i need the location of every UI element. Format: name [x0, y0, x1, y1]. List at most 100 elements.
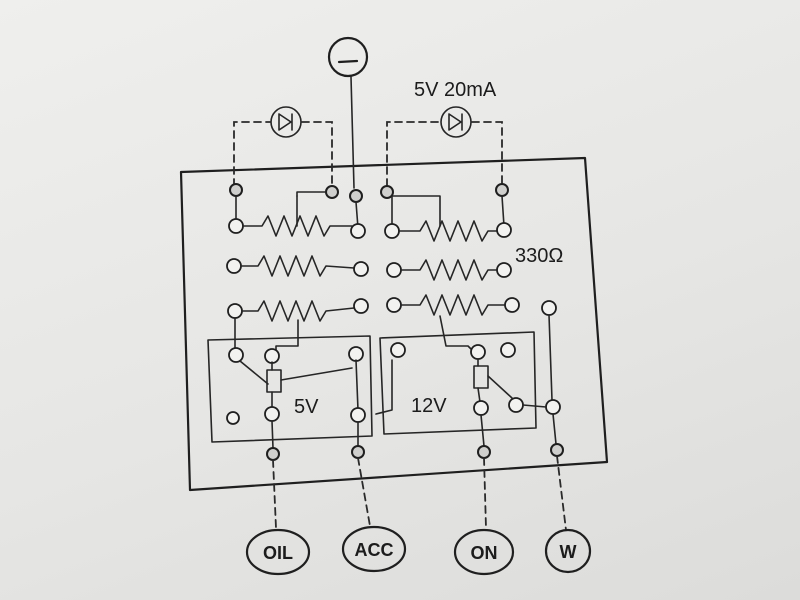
link [275, 319, 299, 353]
output-posts [266, 443, 564, 461]
link [552, 413, 557, 445]
pad [350, 223, 366, 239]
led-right-wire-b [471, 121, 503, 189]
terminal-acc: ACC [341, 525, 407, 573]
wire-on [483, 457, 487, 529]
relay-right-out-link [522, 404, 547, 408]
relay-left-contact [280, 367, 353, 381]
pad [264, 348, 280, 364]
led-right-diode-icon [448, 113, 463, 131]
resistor-right-2 [400, 259, 499, 281]
pad [496, 222, 512, 238]
post [351, 445, 365, 459]
board-outline [179, 156, 609, 492]
led-right [386, 106, 503, 189]
resistor-left-3 [241, 300, 355, 322]
pad [541, 300, 557, 316]
pad [264, 406, 280, 422]
pad [226, 258, 242, 274]
pad [386, 262, 402, 278]
link [271, 420, 274, 449]
led-left-diode-icon [278, 113, 293, 131]
post [229, 183, 243, 197]
pad [545, 399, 561, 415]
pad [386, 297, 402, 313]
post [266, 447, 280, 461]
led-left-wire-a [233, 121, 271, 187]
pad [226, 411, 240, 425]
led-right-circle [440, 106, 472, 138]
post [349, 189, 363, 203]
resistor-left-1 [242, 215, 353, 237]
link [296, 191, 327, 197]
led-left [233, 106, 333, 191]
resistor-row-3 [227, 294, 557, 322]
resistor-row-2 [226, 255, 512, 281]
relay-left-outline [207, 335, 373, 443]
terminal-w-label: W [560, 542, 577, 562]
ground-node [327, 36, 369, 189]
pad [504, 297, 520, 313]
relay-left: 5V [207, 335, 373, 443]
ground-circle [327, 36, 369, 78]
ground-minus-icon [337, 59, 359, 64]
post [495, 183, 509, 197]
relay-right-outline [379, 331, 537, 435]
pad [384, 223, 400, 239]
relay-right-voltage-label: 12V [411, 395, 447, 417]
resistor-right-1 [398, 220, 499, 242]
led-right-wire-a [386, 121, 441, 187]
terminal-on-oval [453, 528, 515, 576]
pad [470, 344, 486, 360]
pad [500, 342, 516, 358]
terminal-acc-oval [341, 525, 407, 573]
led-left-wire-b [301, 121, 333, 191]
relay-left-common [355, 359, 359, 411]
wire-acc [357, 457, 371, 527]
pad [508, 397, 524, 413]
terminal-w: W [544, 528, 592, 574]
relay-left-link [239, 360, 269, 385]
resistor-row-1 [228, 215, 512, 242]
pad [228, 347, 244, 363]
terminal-on-label: ON [471, 543, 498, 563]
post [477, 445, 491, 459]
relay-right-contact [487, 375, 513, 399]
resistor-left-2 [240, 255, 355, 277]
pad [473, 400, 489, 416]
relay-left-voltage-label: 5V [294, 396, 319, 418]
pad [353, 261, 369, 277]
pad [350, 407, 366, 423]
relay-right-coil [473, 365, 489, 389]
link [548, 314, 553, 401]
terminal-on: ON [453, 528, 515, 576]
wire-w [556, 455, 567, 531]
link [480, 414, 485, 447]
wire-oil [272, 459, 277, 529]
terminal-oil-label: OIL [263, 543, 293, 563]
pad [496, 262, 512, 278]
relay-right-coil-leads [477, 358, 481, 403]
header-posts [229, 183, 509, 203]
ground-wire [350, 76, 355, 189]
led-left-circle [270, 106, 302, 138]
terminal-oil-oval [245, 528, 311, 576]
pad [228, 218, 244, 234]
relay-left-coil [266, 369, 282, 393]
terminal-oil: OIL [245, 528, 311, 576]
resistor-right-3 [400, 294, 505, 316]
relay-right-common [375, 359, 393, 415]
pad [390, 342, 406, 358]
link [391, 195, 441, 227]
resistor-value-label: 330Ω [515, 245, 563, 267]
led-rating-label: 5V 20mA [414, 79, 497, 101]
terminal-w-oval [544, 528, 592, 574]
relay-right: 12V [375, 331, 561, 435]
pad [348, 346, 364, 362]
post [550, 443, 564, 457]
link [501, 195, 505, 227]
post [325, 185, 339, 199]
terminal-acc-label: ACC [355, 540, 394, 560]
